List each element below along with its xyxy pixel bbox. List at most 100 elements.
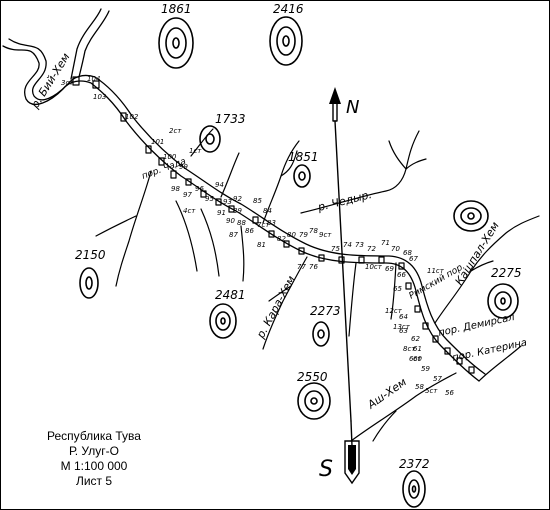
station-98: 98 — [171, 185, 180, 193]
peak-label-2273: 2273 — [310, 304, 341, 318]
station-60: 60 — [413, 355, 422, 363]
campsite-9: 9ст — [319, 231, 332, 239]
station-72: 72 — [367, 245, 376, 253]
station-86: 86 — [245, 227, 254, 235]
station-57: 57 — [433, 375, 442, 383]
station-84: 84 — [263, 207, 272, 215]
campsite-10: 10ст — [365, 263, 383, 271]
legend-region: Республика Тува — [47, 429, 141, 443]
station-104: 104 — [87, 75, 100, 83]
tributary-top — [70, 8, 110, 80]
campsite-1: 1ст — [189, 147, 202, 155]
campsite-12: 12ст — [385, 307, 403, 315]
legend-sheet: Лист 5 — [75, 474, 113, 488]
streams — [95, 128, 540, 442]
station-64: 64 — [399, 313, 408, 321]
station-68: 68 — [403, 249, 412, 257]
station-102: 102 — [125, 113, 139, 121]
campsite-2: 2ст — [169, 127, 182, 135]
station-63: 63 — [399, 327, 408, 335]
station-65: 65 — [393, 285, 402, 293]
hill-2550 — [297, 382, 331, 420]
station-75: 75 — [331, 245, 340, 253]
hill-2273 — [312, 321, 330, 347]
north-label: N — [346, 97, 359, 118]
campsite-7: 7ст — [257, 221, 270, 229]
campsite-3: 3ст — [61, 79, 74, 87]
station-82: 82 — [277, 235, 286, 243]
station-89: 89 — [233, 207, 242, 215]
hill-right-unlabeled — [453, 200, 489, 232]
station-101: 101 — [151, 138, 164, 146]
station-100: 100 — [163, 153, 177, 161]
map-legend: Республика Тува Р. Улуг-О М 1:100 000 Ли… — [19, 429, 169, 489]
peak-label-1861: 1861 — [161, 2, 192, 16]
station-67: 67 — [409, 255, 418, 263]
station-76: 76 — [309, 263, 318, 271]
station-labels: 104 103 102 101 100 99 98 97 96 95 94 93… — [87, 75, 454, 397]
peak-label-1851: 1851 — [288, 150, 319, 164]
campsite-8: 8ст — [403, 345, 416, 353]
station-85: 85 — [253, 197, 262, 205]
peak-label-2275: 2275 — [491, 266, 522, 280]
station-99: 99 — [179, 163, 188, 171]
south-label: S — [319, 457, 333, 482]
south-arrow — [344, 420, 360, 485]
peak-label-2372: 2372 — [399, 457, 430, 471]
station-73: 73 — [355, 241, 364, 249]
station-70: 70 — [391, 245, 400, 253]
station-88: 88 — [237, 219, 246, 227]
route-markers — [72, 76, 475, 374]
campsite-4: 4ст — [183, 207, 196, 215]
hill-2372 — [402, 470, 426, 508]
station-69: 69 — [385, 265, 394, 273]
peak-label-1733: 1733 — [215, 112, 246, 126]
campsite-13: 13ст — [393, 323, 411, 331]
station-91: 91 — [217, 209, 226, 217]
station-77: 77 — [297, 263, 306, 271]
station-80: 80 — [287, 231, 296, 239]
peak-label-2481: 2481 — [215, 288, 246, 302]
hill-2481 — [209, 303, 237, 339]
river-label-kara-khem: р. Кара-Хем — [254, 274, 298, 342]
station-95: 95 — [205, 195, 214, 203]
north-arrow — [329, 87, 352, 422]
campsite-labels: 1ст 2ст 3ст 4ст 5ст 6ст 7ст 8ст 9ст 10ст… — [61, 79, 445, 395]
station-56: 56 — [445, 389, 454, 397]
station-92: 92 — [233, 195, 242, 203]
peak-label-2550: 2550 — [297, 370, 328, 384]
rapid-label-katerina: пор. Катерина — [451, 337, 528, 364]
station-93: 93 — [223, 198, 232, 206]
station-62: 62 — [411, 335, 420, 343]
peak-label-2416: 2416 — [273, 2, 304, 16]
legend-river: Р. Улуг-О — [69, 444, 119, 458]
station-59: 59 — [421, 365, 430, 373]
river-label-ash-khem: Аш-Хем — [364, 375, 408, 412]
hill-1851 — [293, 164, 311, 188]
hill-2275 — [487, 283, 519, 319]
station-58: 58 — [415, 383, 424, 391]
peak-label-2150: 2150 — [75, 248, 106, 262]
hill-2150 — [79, 267, 99, 299]
station-61: 61 — [413, 345, 422, 353]
hill-2416 — [269, 16, 303, 66]
river-label-chedyr: р. Чедыр. — [316, 188, 374, 214]
station-94: 94 — [215, 181, 224, 189]
campsite-11: 11ст — [427, 267, 445, 275]
station-74: 74 — [343, 241, 352, 249]
rapid-label-demirsal: пор. Демирсал — [437, 312, 516, 339]
station-87: 87 — [229, 231, 238, 239]
station-79: 79 — [299, 231, 308, 239]
station-81: 81 — [257, 241, 266, 249]
station-71: 71 — [381, 239, 390, 247]
station-90: 90 — [226, 217, 235, 225]
station-66: 66 — [397, 271, 406, 279]
main-river — [2, 38, 486, 382]
station-78: 78 — [309, 227, 318, 235]
campsite-5: 5ст — [425, 387, 438, 395]
hill-1861 — [158, 17, 194, 69]
hill-1733 — [199, 125, 221, 153]
station-97: 97 — [183, 191, 192, 199]
